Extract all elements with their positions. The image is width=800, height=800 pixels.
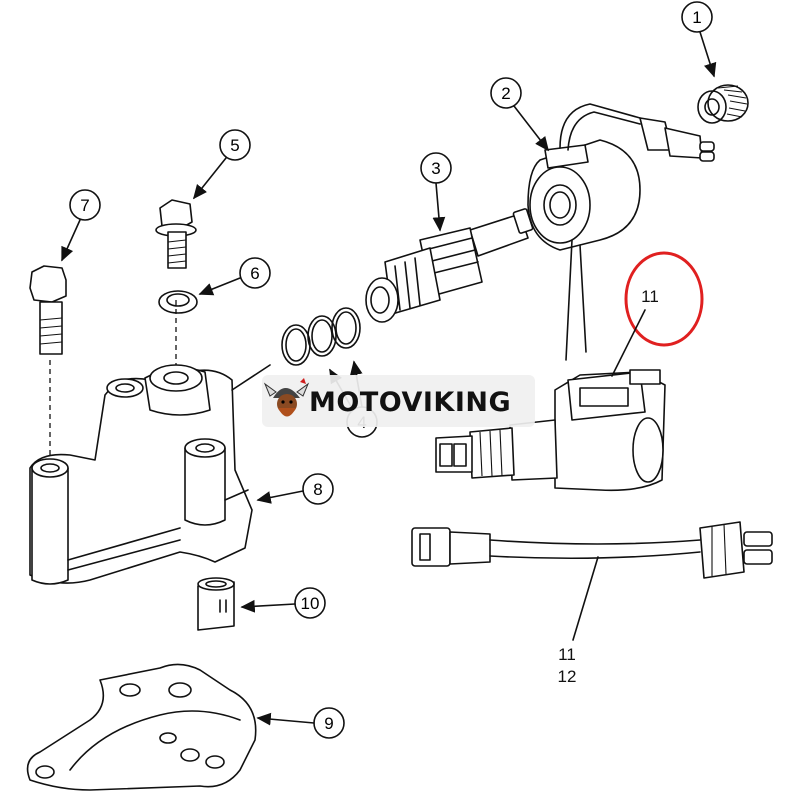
part-6-washer <box>158 290 198 314</box>
part-3-valve-cartridge <box>365 208 534 323</box>
part-11-solenoid-valve-assembly <box>435 369 666 492</box>
watermark-background <box>262 375 535 427</box>
part-2-solenoid-coil <box>527 103 715 251</box>
part-8-valve-housing <box>29 300 271 585</box>
watermark-text: MOTOVIKING <box>309 387 511 418</box>
callout-11-12: 11 12 <box>558 556 599 686</box>
callout-9-label: 9 <box>324 714 333 733</box>
callout-7-label: 7 <box>80 196 89 215</box>
motoviking-watermark: MOTOVIKING <box>262 375 535 427</box>
red-highlight-circle <box>624 251 704 347</box>
callout-1-label: 1 <box>692 8 701 27</box>
callout-11-highlighted: 11 <box>611 251 704 377</box>
callout-3-label: 3 <box>431 159 440 178</box>
callout-7: 7 <box>61 189 101 262</box>
callout-3: 3 <box>420 152 452 232</box>
callout-1: 1 <box>681 1 717 78</box>
part-1-knurled-nut <box>697 84 749 124</box>
part-10-dowel-sleeve <box>197 577 235 631</box>
callout-5: 5 <box>193 129 251 200</box>
callout-8: 8 <box>256 473 334 505</box>
callout-11-bottom-label: 11 <box>558 645 576 664</box>
callout-9: 9 <box>256 707 345 739</box>
callout-12-label: 12 <box>558 667 577 686</box>
callout-6: 6 <box>198 257 271 296</box>
callout-2-label: 2 <box>501 84 510 103</box>
part-9-mounting-bracket <box>26 663 257 791</box>
part-5-flanged-bolt <box>155 199 197 269</box>
callout-10: 10 <box>240 587 326 619</box>
part-7-long-bolt <box>29 265 67 455</box>
part-4-o-rings <box>281 307 361 366</box>
callout-6-label: 6 <box>250 264 259 283</box>
callout-11-top-label: 11 <box>641 287 659 306</box>
callout-5-label: 5 <box>230 136 239 155</box>
viking-mascot-icon <box>263 378 310 417</box>
callout-8-label: 8 <box>313 480 322 499</box>
part-11-12-wiring-harness <box>411 521 773 579</box>
callout-2: 2 <box>490 77 549 152</box>
callout-10-label: 10 <box>301 594 320 613</box>
